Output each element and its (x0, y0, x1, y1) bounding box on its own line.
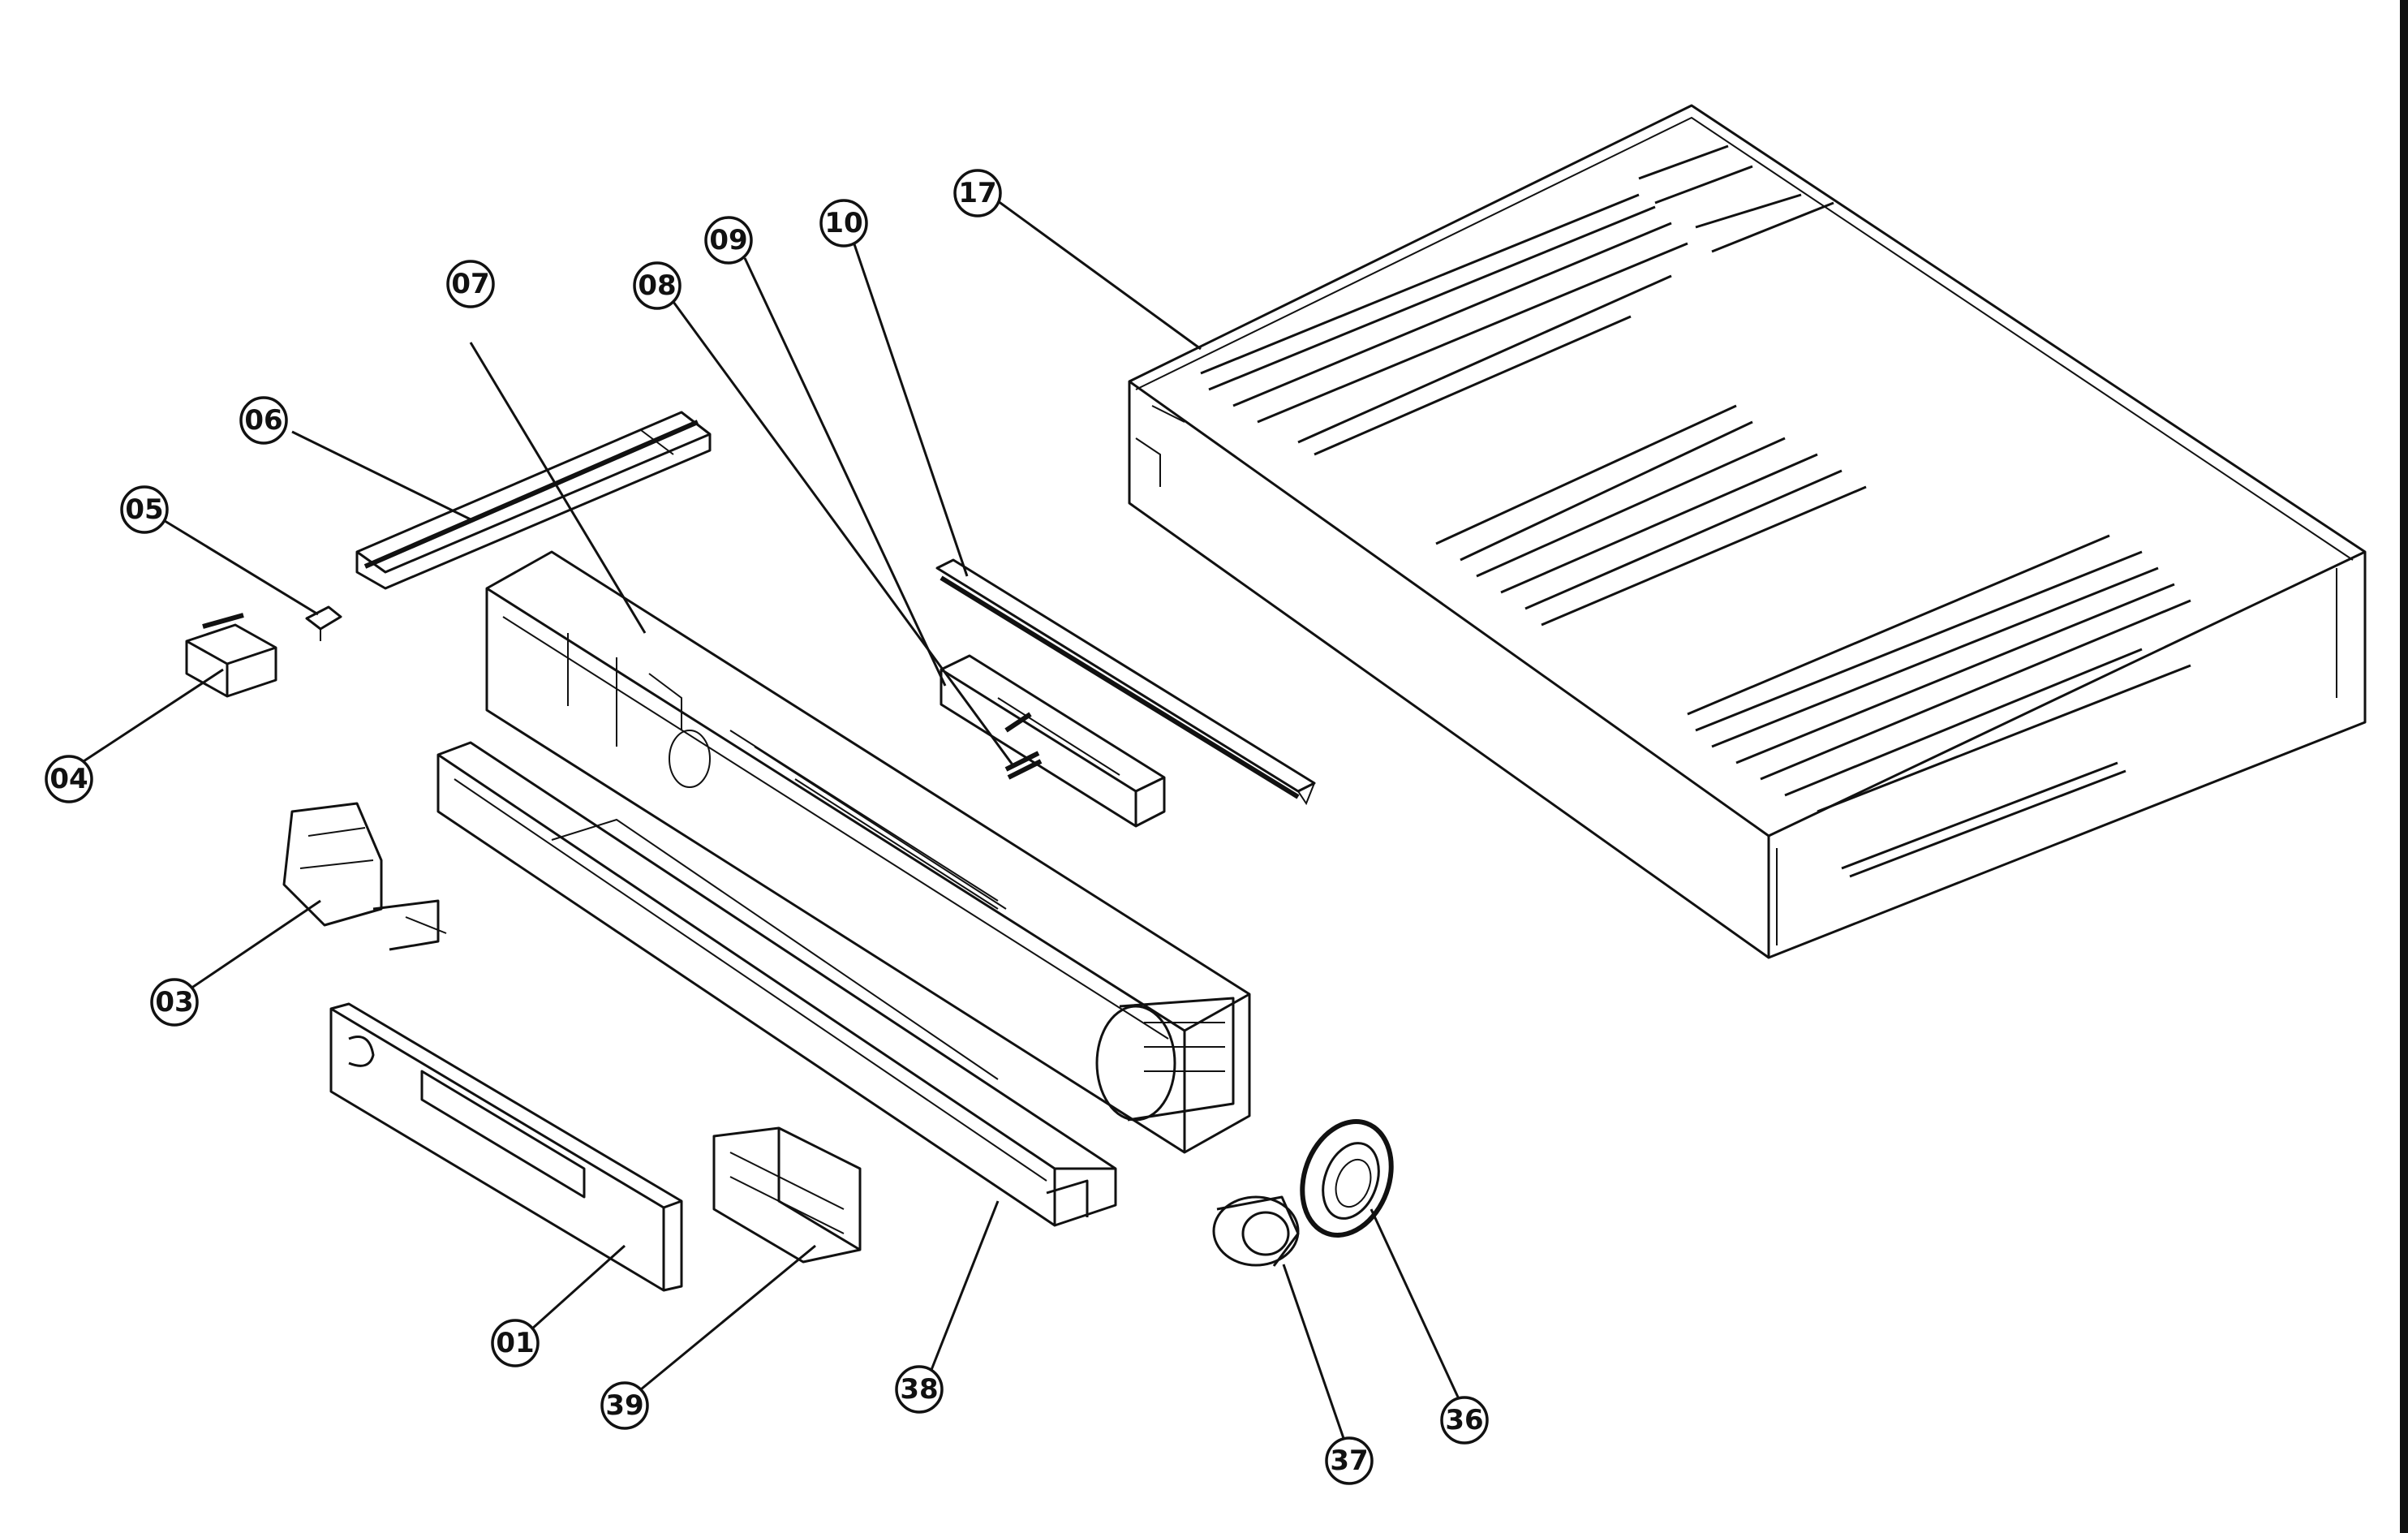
callout-label: 06 (244, 404, 282, 437)
leader-lines (80, 195, 1462, 1444)
callout-bubble (446, 260, 495, 308)
part-frame-38 (436, 741, 1117, 1227)
callout-label: 36 (1445, 1404, 1483, 1436)
callout-label: 07 (451, 268, 489, 300)
callout-05: 05 (120, 485, 169, 534)
callout-label: 08 (638, 269, 676, 302)
part-rail-10 (935, 558, 1316, 806)
part-bracket-39 (712, 1126, 862, 1264)
callout-label: 10 (824, 207, 862, 239)
callout-09: 09 (704, 216, 753, 265)
callout-bubble (953, 169, 1002, 217)
callout-label: 09 (709, 224, 747, 256)
callout-bubble (45, 755, 93, 803)
callout-08: 08 (633, 261, 682, 310)
callout-label: 38 (900, 1373, 938, 1406)
callout-bubble (895, 1365, 944, 1414)
callout-17: 17 (953, 169, 1002, 217)
callout-36: 36 (1440, 1396, 1489, 1445)
callout-bubble (633, 261, 682, 310)
part-bar-06 (355, 411, 712, 590)
callout-bubble (704, 216, 753, 265)
callout-bubble (600, 1381, 649, 1430)
part-bracket-09 (940, 654, 1166, 828)
part-connector-08 (1004, 751, 1043, 780)
callout-bubble (819, 199, 868, 248)
part-block-04 (185, 613, 277, 698)
callout-10: 10 (819, 199, 868, 248)
callout-39: 39 (600, 1381, 649, 1430)
part-top-cover (1128, 104, 2367, 959)
callout-01: 01 (491, 1319, 540, 1367)
part-front-panel-01 (329, 1002, 683, 1292)
callout-bubble (120, 485, 169, 534)
callout-label: 39 (605, 1389, 643, 1422)
callout-03: 03 (150, 978, 199, 1027)
callout-06: 06 (239, 396, 288, 445)
part-bracket-03 (282, 802, 447, 951)
callout-38: 38 (895, 1365, 944, 1414)
callout-07: 07 (446, 260, 495, 308)
callout-bubble (1325, 1436, 1374, 1485)
part-chassis-07 (485, 550, 1251, 1154)
callout-bubble (150, 978, 199, 1027)
part-gear-37 (1212, 1195, 1300, 1267)
callout-bubble (239, 396, 288, 445)
callout-label: 17 (958, 177, 996, 209)
callout-bubble (1440, 1396, 1489, 1445)
callout-37: 37 (1325, 1436, 1374, 1485)
scan-edge-bar (2400, 0, 2408, 1533)
callout-label: 03 (155, 986, 193, 1018)
callout-label: 05 (125, 493, 163, 526)
callout-label: 37 (1330, 1445, 1368, 1477)
part-ring-36 (1300, 1119, 1394, 1238)
callout-04: 04 (45, 755, 93, 803)
callout-bubble (491, 1319, 540, 1367)
part-clip-05 (305, 605, 342, 641)
callout-label: 04 (49, 763, 88, 795)
callout-label: 01 (496, 1327, 534, 1359)
